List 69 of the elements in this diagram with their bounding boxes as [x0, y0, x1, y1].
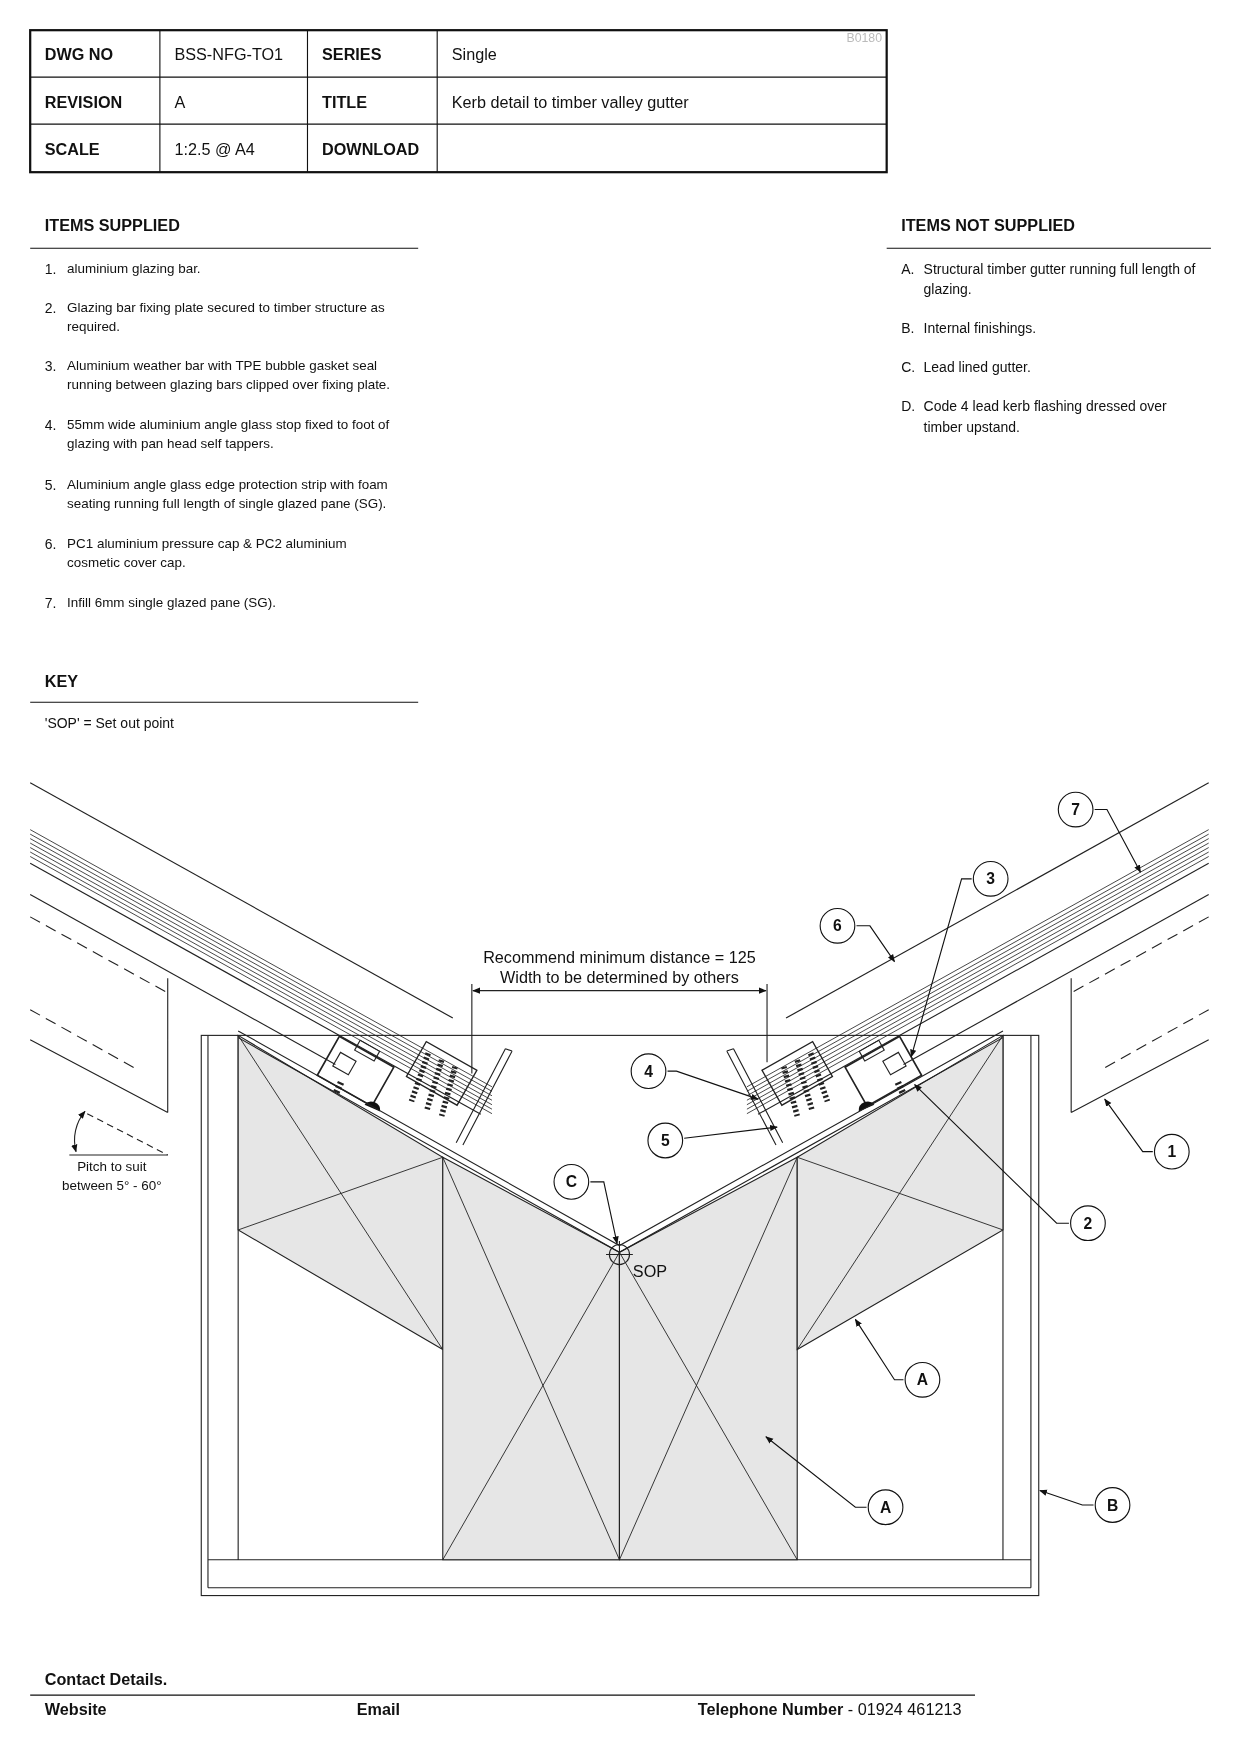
- field-value: A: [174, 92, 186, 114]
- list-item: Aluminium angle glass edge protection strip with foam seating running full length of single glazed pane (SG).: [67, 475, 389, 514]
- list-item: PC1 aluminium pressure cap & PC2 aluminium cosmetic cover cap.: [67, 534, 348, 573]
- field-label: REVISION: [44, 92, 123, 114]
- callout-number: 4: [630, 1053, 667, 1090]
- list-item: Internal finishings.: [923, 319, 1037, 339]
- list-item: 55mm wide aluminium angle glass stop fixed to foot of glazing with pan head self tappers.: [67, 416, 391, 455]
- list-number: 3.: [44, 357, 57, 377]
- list-number: 4.: [44, 417, 57, 436]
- list-item: Aluminium weather bar with TPE bubble gasket seal running between glazing bars clipped over fixing plate.: [67, 356, 392, 395]
- list-number: A.: [901, 260, 915, 280]
- callout-number: 2: [1070, 1205, 1106, 1242]
- field-value: Single: [451, 44, 497, 66]
- field-label: DOWNLOAD: [322, 139, 420, 161]
- list-item: Structural timber gutter running full length of glazing.: [923, 260, 1197, 300]
- list-number: C.: [901, 359, 916, 378]
- contact-label: Website: [44, 1699, 107, 1721]
- list-item: Code 4 lead kerb flashing dressed over timber upstand.: [923, 398, 1168, 438]
- leader-line: [666, 1070, 759, 1100]
- callout-number: 7: [1057, 791, 1094, 828]
- leader-line: [1104, 1098, 1154, 1153]
- callout-number: A: [867, 1489, 904, 1526]
- list-number: 5.: [44, 476, 57, 496]
- field-label: SCALE: [44, 139, 100, 161]
- field-value: BSS-NFG-TO1: [174, 44, 284, 66]
- leader-line: [910, 878, 973, 1058]
- callout-number: 1: [1153, 1133, 1190, 1170]
- list-item: Infill 6mm single glazed pane (SG).: [67, 593, 276, 613]
- list-item: aluminium glazing bar.: [67, 259, 201, 279]
- section-heading: Contact Details.: [44, 1669, 168, 1691]
- callout-number: C: [553, 1163, 590, 1200]
- list-number: D.: [901, 398, 916, 417]
- pitch-note: Pitch to suit between 5° - 60°: [61, 1157, 163, 1196]
- list-number: 6.: [44, 535, 57, 555]
- list-number: 2.: [44, 299, 57, 319]
- field-value: Kerb detail to timber valley gutter: [451, 92, 689, 114]
- field-label: TITLE: [322, 92, 368, 114]
- set-out-point-icon: [605, 1240, 634, 1269]
- contact-phone: Telephone Number - 01924 461213: [697, 1699, 962, 1721]
- list-number: 7.: [44, 594, 57, 614]
- callout-number: B: [1094, 1487, 1131, 1523]
- section-heading: KEY: [44, 671, 79, 692]
- dimension-text: Recommend minimum distance = 125: [482, 947, 757, 969]
- leader-line: [683, 1124, 778, 1139]
- leader-line: [855, 925, 896, 963]
- point-label: SOP: [632, 1261, 668, 1283]
- list-number: 1.: [44, 260, 57, 280]
- field-value: 1:2.5 @ A4: [174, 139, 255, 161]
- list-number: B.: [901, 319, 915, 339]
- drawing-reference: B0180: [846, 30, 882, 47]
- leader-line: [765, 1436, 868, 1508]
- contact-label: Email: [356, 1699, 400, 1721]
- field-label: DWG NO: [44, 44, 114, 66]
- callout-number: A: [904, 1361, 941, 1398]
- section-heading: ITEMS NOT SUPPLIED: [901, 215, 1076, 237]
- leader-line: [1039, 1489, 1095, 1506]
- dimension-text: Width to be determined by others: [499, 967, 740, 989]
- field-label: SERIES: [322, 44, 382, 66]
- list-item: Glazing bar fixing plate secured to timber structure as required.: [67, 298, 386, 337]
- key-note: 'SOP' = Set out point: [44, 714, 174, 734]
- leader-line: [914, 1084, 1070, 1224]
- section-heading: ITEMS SUPPLIED: [44, 215, 180, 237]
- callout-number: 5: [647, 1122, 684, 1159]
- callout-number: 6: [819, 907, 856, 944]
- leader-line: [854, 1318, 904, 1381]
- list-item: Lead lined gutter.: [923, 359, 1031, 378]
- leader-line: [589, 1181, 619, 1245]
- callout-number: 3: [972, 860, 1009, 897]
- leader-line: [1094, 808, 1142, 873]
